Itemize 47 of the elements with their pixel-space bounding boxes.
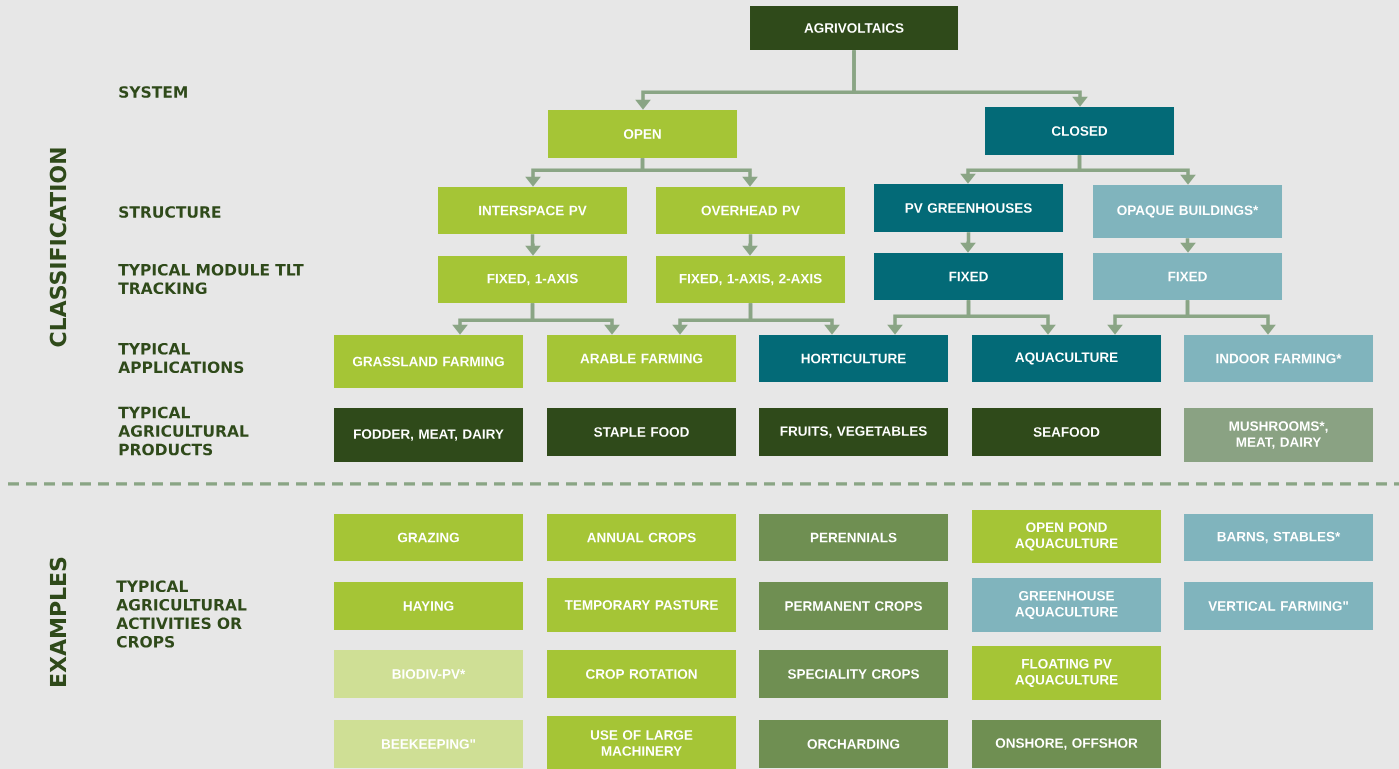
- category-box: HAYING: [334, 582, 523, 630]
- category-box: PERMANENT CROPS: [759, 582, 948, 630]
- category-box: AQUACULTURE: [972, 335, 1161, 382]
- row-heading: TYPICAL AGRICULTURAL ACTIVITIES OR CROPS: [116, 580, 247, 648]
- category-box: FRUITS, VEGETABLES: [759, 408, 948, 456]
- category-box: CLOSED: [985, 107, 1174, 155]
- category-box: STAPLE FOOD: [547, 408, 736, 456]
- category-box: BARNS, STABLES*: [1184, 514, 1373, 561]
- section-heading: EXAMPLES: [49, 557, 67, 686]
- category-box: TEMPORARY PASTURE: [547, 578, 736, 632]
- section-heading: CLASSIFICATION: [49, 148, 67, 347]
- category-box: BEEKEEPING": [334, 720, 523, 768]
- category-box: BIODIV-PV*: [334, 650, 523, 698]
- category-box: USE OF LARGE MACHINERY: [547, 716, 736, 769]
- row-heading: STRUCTURE: [119, 206, 221, 218]
- category-box: CROP ROTATION: [547, 650, 736, 698]
- category-box: FIXED, 1-AXIS: [438, 256, 627, 303]
- category-box: INTERSPACE PV: [438, 187, 627, 234]
- category-box: PV GREENHOUSES: [874, 184, 1063, 232]
- category-box: GRASSLAND FARMING: [334, 335, 523, 388]
- category-box: MUSHROOMS*, MEAT, DAIRY: [1184, 408, 1373, 462]
- category-box: OVERHEAD PV: [656, 187, 845, 234]
- category-box: SPECIALITY CROPS: [759, 650, 948, 698]
- row-heading: SYSTEM: [119, 86, 187, 98]
- category-box: OPAQUE BUILDINGS*: [1093, 185, 1282, 238]
- row-heading: TYPICAL MODULE TLT TRACKING: [118, 263, 304, 295]
- category-box: AGRIVOLTAICS: [750, 6, 958, 50]
- category-box: SEAFOOD: [972, 408, 1161, 456]
- category-box: ONSHORE, OFFSHOR: [972, 720, 1161, 768]
- category-box: FLOATING PV AQUACULTURE: [972, 646, 1161, 700]
- category-box: FODDER, MEAT, DAIRY: [334, 408, 523, 462]
- category-box: GRAZING: [334, 514, 523, 561]
- category-box: ARABLE FARMING: [547, 335, 736, 382]
- category-box: OPEN: [548, 110, 737, 158]
- category-box: ANNUAL CROPS: [547, 514, 736, 561]
- category-box: INDOOR FARMING*: [1184, 335, 1373, 382]
- category-box: FIXED, 1-AXIS, 2-AXIS: [656, 256, 845, 303]
- row-heading: TYPICAL AGRICULTURAL PRODUCTS: [118, 406, 249, 456]
- category-box: VERTICAL FARMING": [1184, 582, 1373, 630]
- row-heading: TYPICAL APPLICATIONS: [118, 342, 244, 374]
- category-box: OPEN POND AQUACULTURE: [972, 510, 1161, 563]
- category-box: PERENNIALS: [759, 514, 948, 561]
- category-box: HORTICULTURE: [759, 335, 948, 382]
- category-box: GREENHOUSE AQUACULTURE: [972, 578, 1161, 632]
- category-box: FIXED: [874, 253, 1063, 300]
- category-box: FIXED: [1093, 253, 1282, 300]
- category-box: ORCHARDING: [759, 720, 948, 768]
